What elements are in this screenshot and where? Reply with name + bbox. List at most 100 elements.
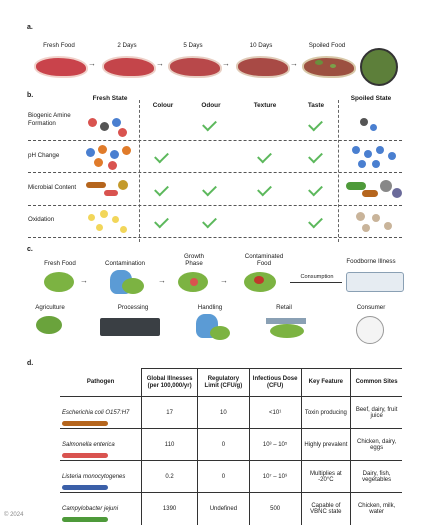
ion-icon — [358, 160, 366, 168]
pathogen-name: Salmonella enterica — [62, 441, 115, 448]
cell-feature: Capable of VBNC state — [300, 492, 352, 525]
meat-fresh-image — [34, 56, 88, 78]
header-common-sites: Common Sites — [350, 368, 402, 397]
divider — [139, 100, 140, 242]
bacteria-cluster-icon — [254, 276, 264, 284]
lipid-icon — [362, 224, 370, 232]
cell-pathogen: Listeria monocytogenes — [60, 460, 143, 493]
crop-plant-image — [36, 316, 62, 334]
arrow-icon: → — [158, 276, 166, 285]
check-icon — [202, 116, 217, 132]
header-pathogen: Pathogen — [60, 368, 143, 397]
ion-icon — [94, 158, 103, 167]
row-divider — [28, 172, 402, 173]
lettuce-image — [44, 272, 74, 292]
panel-b-label: b. — [27, 92, 34, 99]
consumption-arrow — [290, 282, 342, 283]
row-label-microbial: Microbial Content — [28, 184, 77, 191]
check-icon — [308, 181, 323, 197]
chain-label-consumer: Consumer — [356, 304, 386, 311]
bacterium-icon — [104, 190, 118, 196]
row-divider — [28, 237, 402, 238]
check-icon — [154, 148, 169, 164]
cell-pathogen: Campylobacter jejuni — [60, 492, 143, 525]
bacterium-image — [62, 453, 108, 458]
fresh-state-header: Fresh State — [92, 95, 128, 102]
ion-icon — [98, 145, 107, 154]
row-label-biogenic: Biogenic Amine Formation — [28, 112, 71, 127]
molecule-icon — [112, 118, 121, 127]
lipid-icon — [96, 224, 103, 231]
cell-feature: Toxin producing — [300, 396, 352, 429]
molecule-icon — [370, 124, 377, 131]
bacterium-icon — [392, 188, 402, 198]
cell-illness: 17 — [141, 396, 198, 429]
ion-icon — [122, 146, 131, 155]
molecule-icon — [360, 118, 368, 126]
col-header-texture: Texture — [253, 102, 277, 109]
col-header-colour: Colour — [152, 102, 174, 109]
check-icon — [202, 213, 217, 229]
cell-limit: 10 — [197, 396, 250, 429]
cell-limit: 0 — [197, 460, 250, 493]
cell-feature: Multiplies at -20°C — [300, 460, 352, 493]
cell-illness: 110 — [141, 428, 198, 461]
ion-icon — [352, 146, 360, 154]
stage-label-4: 10 Days — [249, 42, 273, 49]
arrow-icon: → — [156, 59, 164, 68]
bacteria-cluster-icon — [190, 278, 198, 286]
ion-icon — [86, 148, 95, 157]
mold-zoom-circle — [360, 48, 398, 86]
table-row: Listeria monocytogenes 0.2 0 10⁷ – 10⁹ M… — [60, 460, 402, 493]
check-icon — [257, 181, 272, 197]
ion-icon — [108, 161, 117, 170]
bacterium-image — [62, 421, 108, 426]
panel-c-label: c. — [27, 246, 33, 253]
row-label-oxidation: Oxidation — [28, 216, 55, 223]
stage-label-3: 5 Days — [183, 42, 203, 49]
stage-label-1: Fresh Food — [43, 42, 75, 49]
col-header-taste: Taste — [307, 102, 325, 109]
hospital-bed-image — [346, 272, 404, 292]
header-global-illnesses: Global Illnesses (per 100,000/yr) — [141, 368, 198, 397]
mold-spot-icon — [315, 60, 323, 65]
divider — [338, 100, 339, 242]
check-icon — [308, 116, 323, 132]
table-header-row: Pathogen Global Illnesses (per 100,000/y… — [60, 368, 402, 397]
lipid-icon — [384, 222, 392, 230]
consumption-label: Consumption — [300, 274, 334, 280]
lipid-icon — [112, 216, 119, 223]
col-header-odour: Odour — [201, 102, 221, 109]
meat-day5-image — [168, 56, 222, 78]
ion-icon — [372, 160, 380, 168]
bacterium-icon — [380, 180, 392, 192]
row-label-ph: pH Change — [28, 152, 60, 159]
ion-icon — [376, 146, 384, 154]
cell-dose: 500 — [248, 492, 302, 525]
cell-sites: Dairy, fish, vegetables — [350, 460, 402, 493]
pathogen-name: Listeria monocytogenes — [62, 473, 126, 480]
meat-spoiled-image — [302, 56, 356, 78]
arrow-icon: → — [220, 276, 228, 285]
cell-dose: 10⁷ – 10⁹ — [248, 460, 302, 493]
cell-limit: 0 — [197, 428, 250, 461]
lipid-icon — [100, 210, 108, 218]
processing-machine-image — [100, 318, 160, 336]
check-icon — [308, 148, 323, 164]
check-icon — [202, 181, 217, 197]
check-icon — [308, 213, 323, 229]
lettuce-image — [270, 324, 304, 338]
table-row: Campylobacter jejuni 1390 Undefined 500 … — [60, 492, 402, 525]
panel-a-label: a. — [27, 24, 33, 31]
retail-shelf-image — [266, 318, 306, 324]
watermark: © 2024 — [4, 512, 24, 518]
bacterium-image — [62, 517, 108, 522]
cell-pathogen: Escherichia coli O157:H7 — [60, 396, 143, 429]
flow-label-growth-phase: Growth Phase — [184, 253, 204, 267]
chain-label-processing: Processing — [117, 304, 149, 311]
cell-pathogen: Salmonella enterica — [60, 428, 143, 461]
chain-label-agriculture: Agriculture — [35, 304, 65, 311]
chain-label-retail: Retail — [276, 304, 292, 311]
arrow-icon: → — [88, 59, 96, 68]
arrow-icon: → — [222, 59, 230, 68]
